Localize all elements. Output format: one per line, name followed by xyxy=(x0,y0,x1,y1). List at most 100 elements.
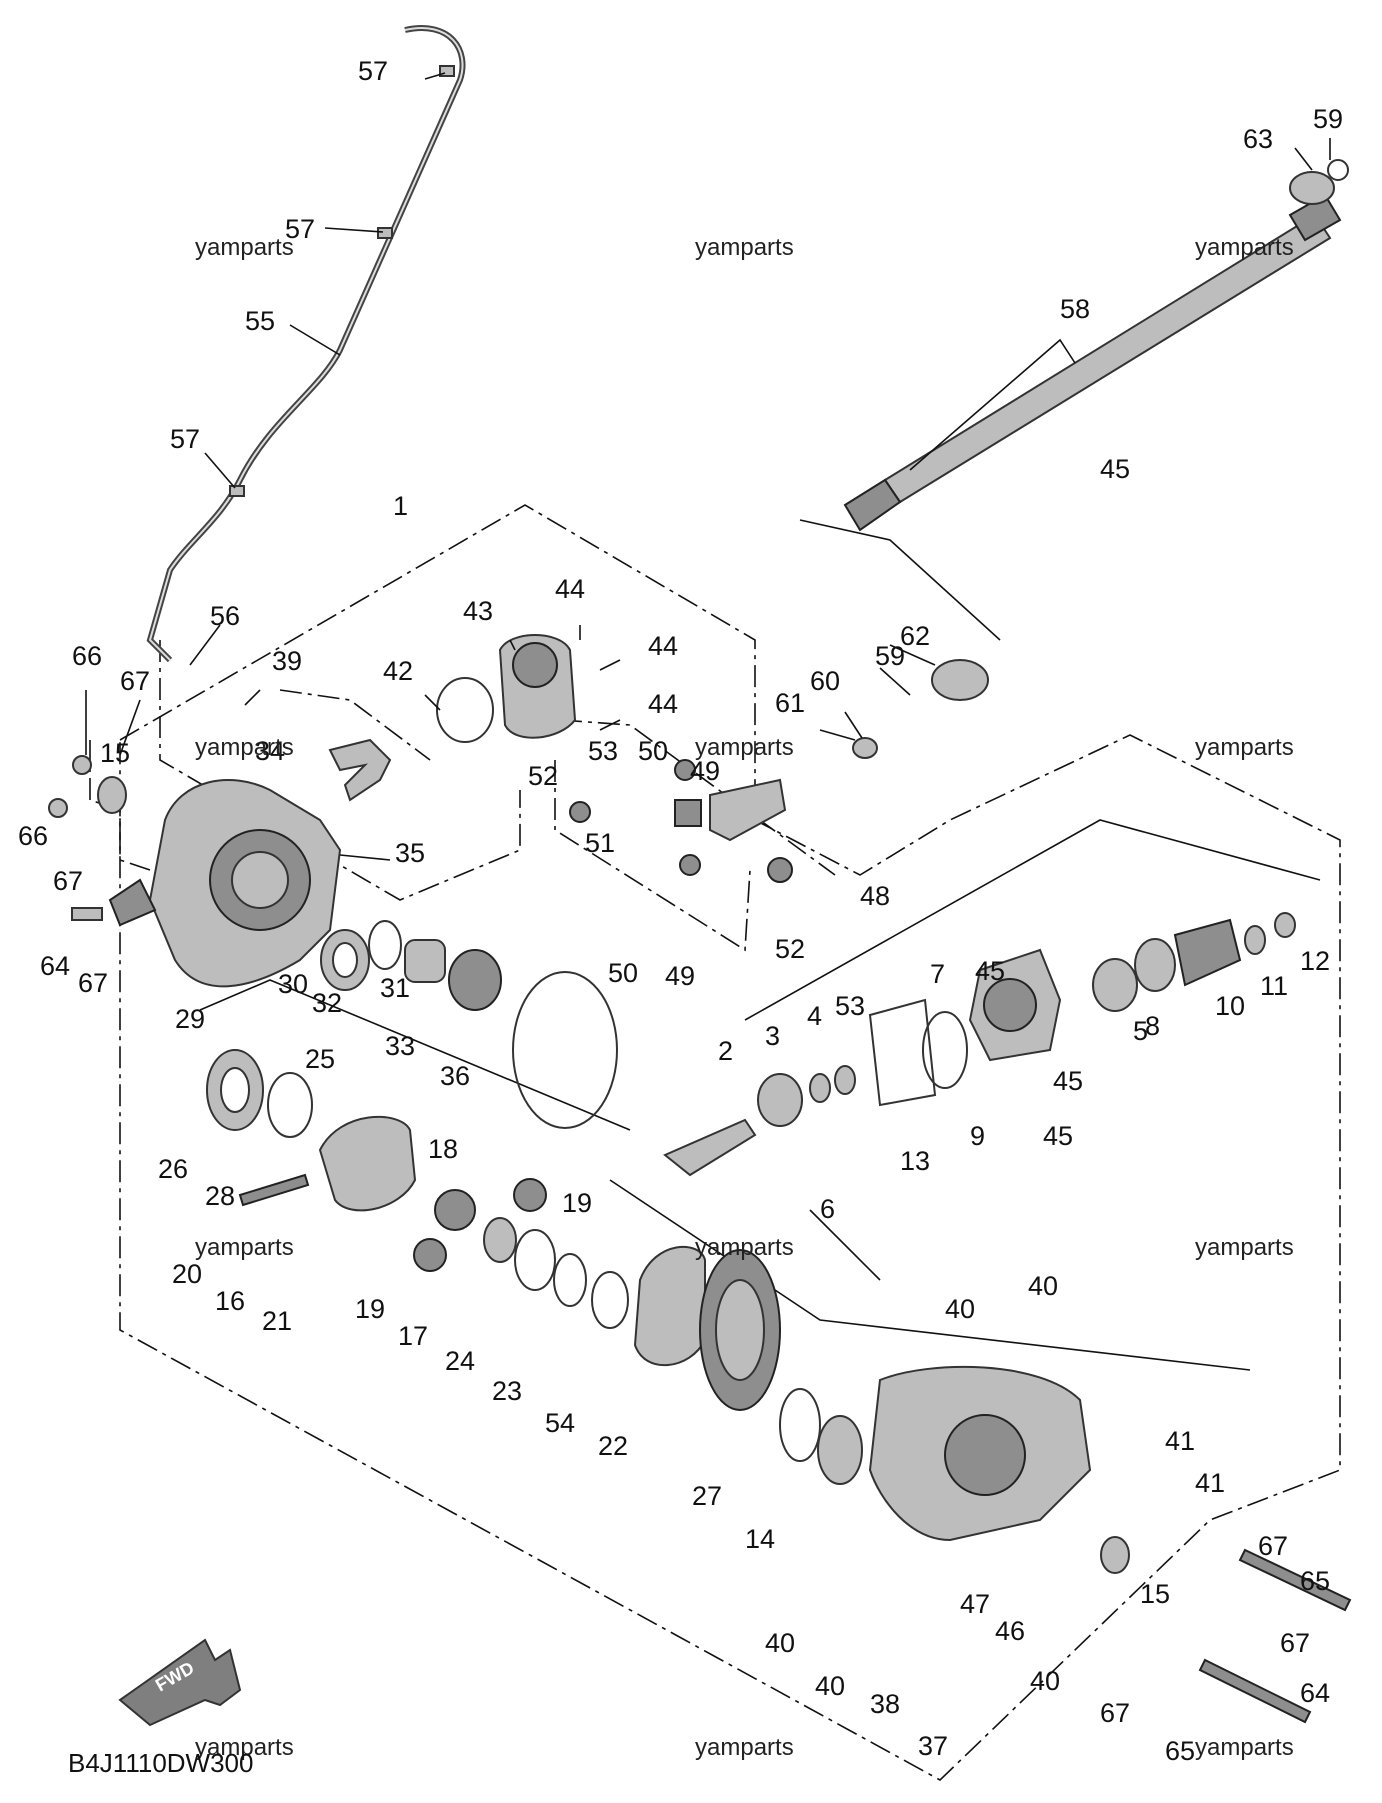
seal-15-right xyxy=(1100,1536,1130,1574)
callout: 57 xyxy=(285,214,315,244)
callout: 40 xyxy=(765,1628,795,1658)
coupling-10 xyxy=(1173,918,1242,987)
watermark: yamparts xyxy=(1195,1734,1294,1761)
callout: 51 xyxy=(585,828,615,858)
callout: 53 xyxy=(588,736,618,766)
callout: 14 xyxy=(745,1524,775,1554)
callout: 63 xyxy=(1243,124,1273,154)
watermark: yamparts xyxy=(1195,734,1294,761)
callout: 62 xyxy=(900,621,930,651)
callout: 18 xyxy=(428,1134,458,1164)
callout: 41 xyxy=(1165,1426,1195,1456)
callout: 25 xyxy=(305,1044,335,1074)
shim-3-4 xyxy=(809,1065,856,1103)
clip-59-top xyxy=(1327,159,1349,181)
callout: 52 xyxy=(528,761,558,791)
watermark: yamparts xyxy=(195,734,294,761)
watermark: yamparts xyxy=(695,1734,794,1761)
callout: 45 xyxy=(975,956,1005,986)
callout: 50 xyxy=(608,958,638,988)
watermark: yamparts xyxy=(695,734,794,761)
bearing-2 xyxy=(757,1073,803,1127)
callout: 57 xyxy=(170,424,200,454)
housing-29 xyxy=(108,779,342,988)
callout: 29 xyxy=(175,1004,205,1034)
o-ring-28 xyxy=(267,1072,313,1138)
callout: 11 xyxy=(1260,971,1288,1001)
callout: 27 xyxy=(692,1481,722,1511)
callout: 66 xyxy=(72,641,102,671)
callout: 53 xyxy=(835,991,865,1021)
callout: 45 xyxy=(1043,1121,1073,1151)
callout: 40 xyxy=(1030,1666,1060,1696)
joint-63 xyxy=(1289,171,1335,205)
callout: 43 xyxy=(463,596,493,626)
boot-62 xyxy=(931,659,989,701)
callout: 38 xyxy=(870,1689,900,1719)
breather-hose-55 xyxy=(146,25,466,663)
callout: 9 xyxy=(970,1121,985,1151)
callout: 37 xyxy=(918,1731,948,1761)
callout: 67 xyxy=(1258,1531,1288,1561)
bearing-5 xyxy=(1092,958,1138,1012)
callout: 67 xyxy=(1280,1628,1310,1658)
callout: 15 xyxy=(1140,1579,1170,1609)
callout: 7 xyxy=(930,959,945,989)
gasket-13 xyxy=(868,998,937,1107)
oil-seal-8 xyxy=(1134,938,1176,992)
circlip-32 xyxy=(368,920,402,970)
callout: 44 xyxy=(648,631,678,661)
callout: 55 xyxy=(245,306,275,336)
callout: 35 xyxy=(395,838,425,868)
bearing-cups xyxy=(569,759,793,883)
callout: 12 xyxy=(1300,946,1330,976)
callout: 64 xyxy=(40,951,70,981)
diff-case-16 xyxy=(318,1115,417,1212)
callout: 42 xyxy=(383,656,413,686)
callout: 31 xyxy=(380,973,410,1003)
watermark: yamparts xyxy=(195,1234,294,1261)
yoke-48 xyxy=(709,778,787,842)
watermark: yamparts xyxy=(695,234,794,261)
callout: 40 xyxy=(945,1294,975,1324)
callout: 45 xyxy=(1053,1066,1083,1096)
watermark: yamparts xyxy=(695,1234,794,1261)
callout: 59 xyxy=(1313,104,1343,134)
case-22 xyxy=(633,1246,706,1367)
callout: 13 xyxy=(900,1146,930,1176)
shaft-20 xyxy=(238,1173,310,1207)
callout: 30 xyxy=(278,969,308,999)
callout: 46 xyxy=(995,1616,1025,1646)
callout: 36 xyxy=(440,1061,470,1091)
watermark: yamparts xyxy=(195,234,294,261)
watermarks: yamparts yamparts yamparts yamparts yamp… xyxy=(195,234,1294,1761)
callout: 33 xyxy=(385,1031,415,1061)
callout: 39 xyxy=(272,646,302,676)
callout: 15 xyxy=(100,738,130,768)
callout: 52 xyxy=(775,934,805,964)
gasket-36 xyxy=(512,971,618,1129)
callout: 19 xyxy=(355,1294,385,1324)
leader-lines xyxy=(85,72,1331,861)
watermark: yamparts xyxy=(1195,234,1294,261)
callout: 48 xyxy=(860,881,890,911)
washer-11 xyxy=(1244,925,1266,955)
callout: 19 xyxy=(562,1188,592,1218)
callout: 54 xyxy=(545,1408,575,1438)
callout: 8 xyxy=(1145,1011,1160,1041)
callout: 32 xyxy=(312,988,342,1018)
fwd-arrow: FWD xyxy=(118,1638,242,1727)
callout: 6 xyxy=(820,1194,835,1224)
washers-17-24-23-54 xyxy=(483,1217,629,1329)
oil-seal-30 xyxy=(320,929,370,991)
pinion-6 xyxy=(663,1118,757,1177)
callout: 4 xyxy=(807,1001,822,1031)
callout: 66 xyxy=(18,821,48,851)
shift-fork-34 xyxy=(328,738,392,802)
callout: 21 xyxy=(262,1306,292,1336)
callout: 10 xyxy=(1215,991,1245,1021)
callout: 58 xyxy=(1060,294,1090,324)
o-ring-42 xyxy=(436,677,494,743)
seal-15-left xyxy=(97,776,127,814)
callout: 23 xyxy=(492,1376,522,1406)
